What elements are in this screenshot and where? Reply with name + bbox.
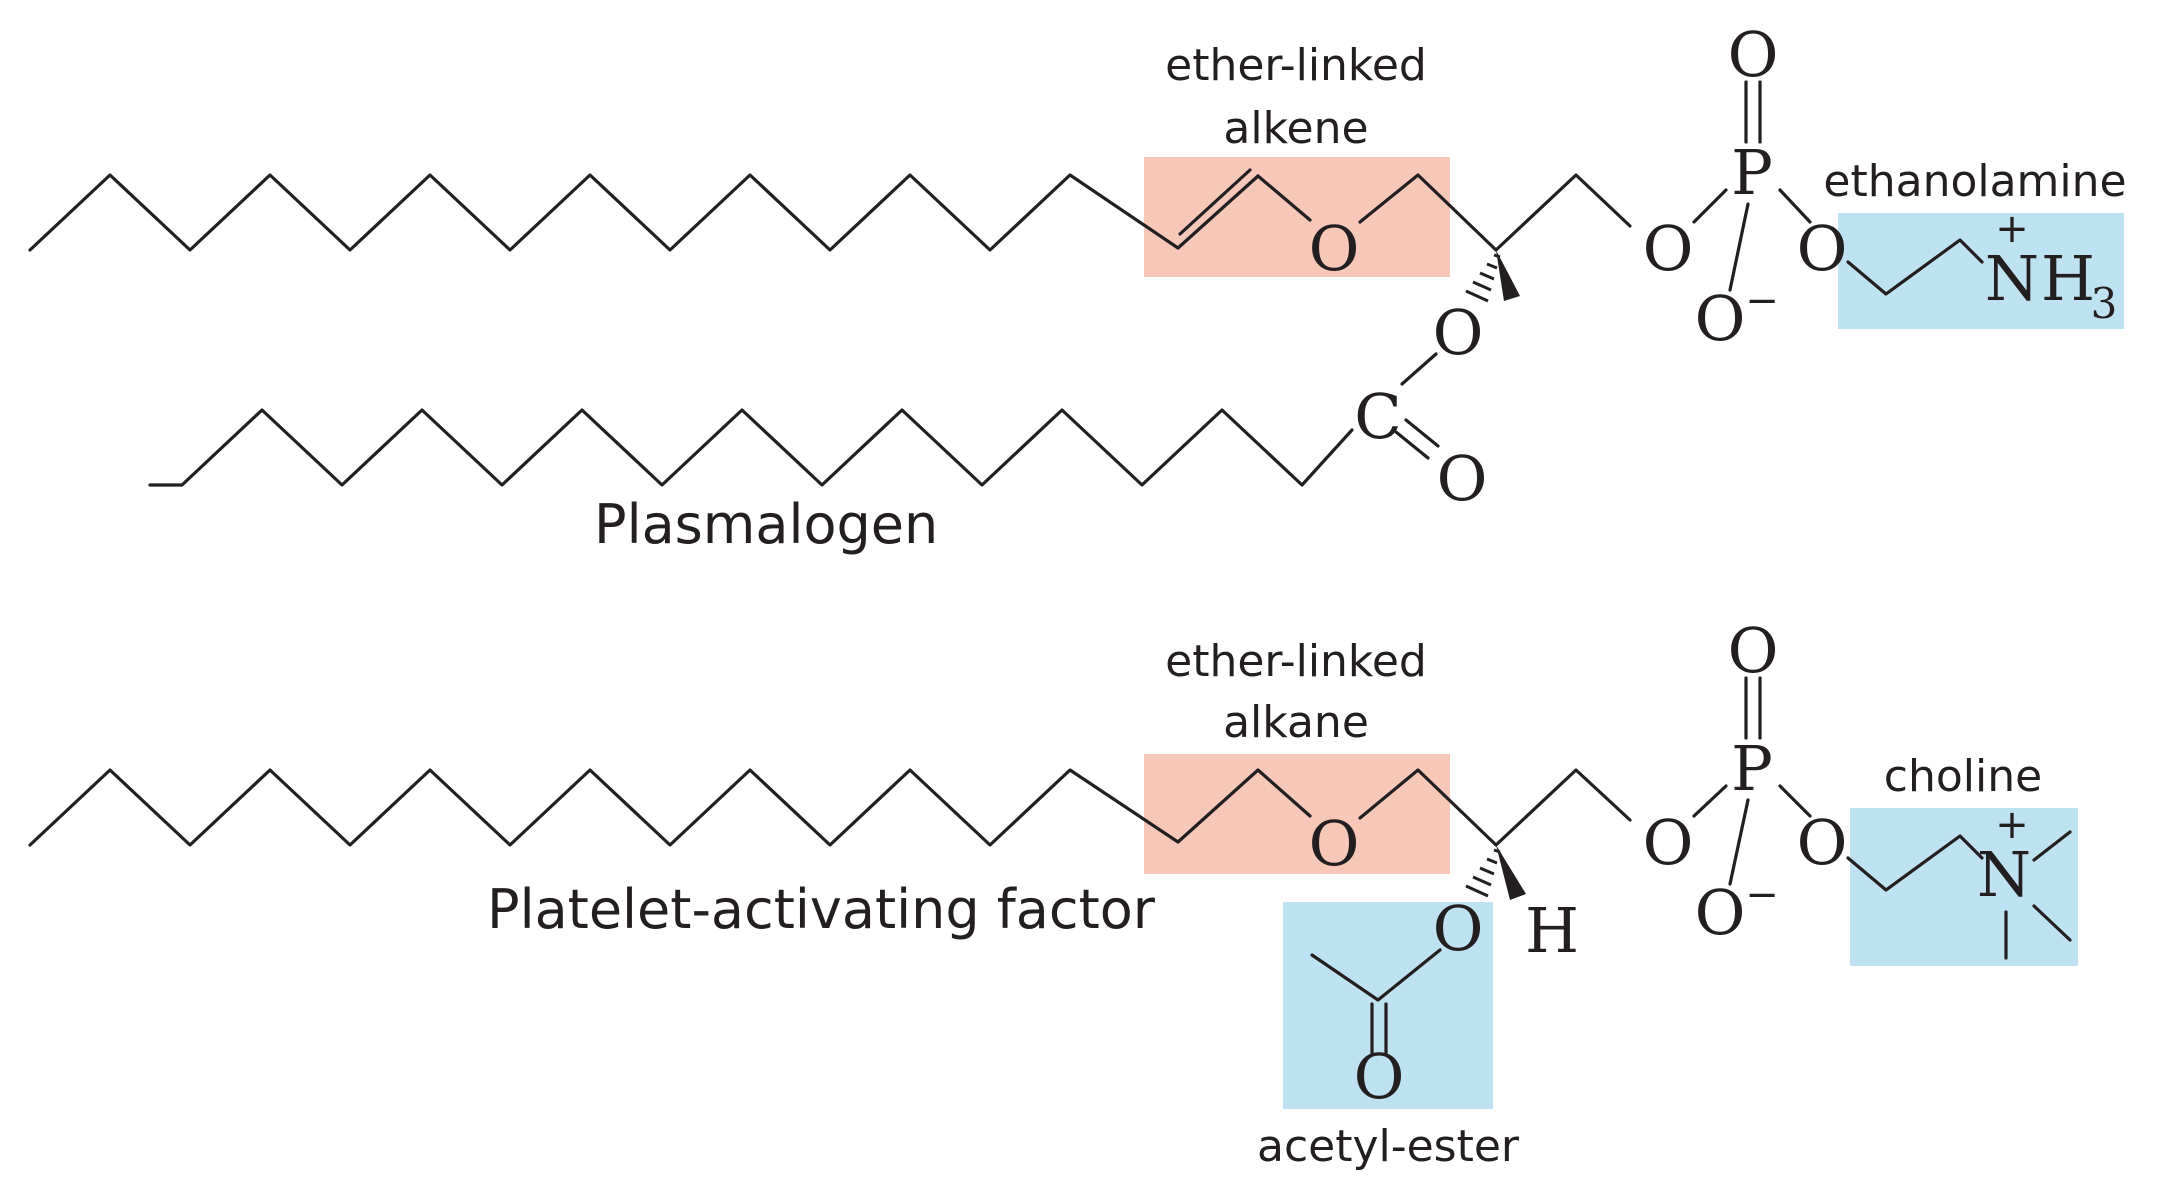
plasmalogen-ammonium-hydrogen: H (2041, 242, 2095, 315)
ethanolamine-label: ethanolamine (1823, 156, 2126, 207)
plasmalogen-phosphorus: P (1731, 136, 1773, 209)
plasmalogen-bond-o-p (1692, 188, 1728, 224)
plasmalogen-wedge-bond (1496, 250, 1520, 301)
plasmalogen-structure: ether-linked alkene ethanolamine O O C O… (28, 18, 2127, 556)
ethanolamine-highlight (1838, 213, 2124, 329)
paf-chiral-hydrogen: H (1525, 894, 1579, 967)
plasmalogen-acyl-chain (148, 408, 1354, 487)
ether-alkane-label-line1: ether-linked (1165, 636, 1427, 687)
choline-label: choline (1884, 751, 2042, 802)
plasmalogen-carbonyl-double-bond-b (1404, 418, 1440, 448)
plasmalogen-bond-c-o (1256, 174, 1312, 222)
paf-wedge-bond (1496, 845, 1526, 900)
plasmalogen-carbonyl-carbon: C (1354, 380, 1401, 453)
paf-ester-oxygen: O (1433, 892, 1484, 965)
paf-title: Platelet-activating factor (487, 878, 1156, 941)
paf-n-methyl-1 (2032, 830, 2072, 862)
plasmalogen-minus-charge: − (1745, 278, 1779, 324)
plasmalogen-title: Plasmalogen (594, 493, 938, 556)
plasmalogen-hashed-bond (1465, 253, 1501, 303)
paf-phosphate-o-double: O (1728, 614, 1779, 687)
paf-alkyl-chain (28, 768, 1312, 847)
plasmalogen-bond-p-o (1778, 188, 1812, 224)
ether-alkane-label-line2: alkane (1223, 697, 1369, 748)
plasmalogen-ammonium-plus: + (1995, 206, 2029, 252)
paf-acetyl-carbonyl-oxygen: O (1354, 1040, 1405, 1113)
paf-ammonium-plus: + (1995, 802, 2029, 848)
plasmalogen-carbonyl-oxygen: O (1437, 442, 1488, 515)
paf-minus-charge: − (1745, 872, 1779, 918)
paf-phosphorus: P (1731, 732, 1773, 805)
ether-alkene-label-line2: alkene (1223, 103, 1368, 154)
plasmalogen-carbonyl-double-bond-a (1394, 430, 1430, 460)
plasmalogen-phosphate-o-glycerol: O (1643, 212, 1694, 285)
plasmalogen-phosphate-o-minus: O (1695, 282, 1746, 355)
plasmalogen-vinyl-double-bond (1178, 168, 1252, 236)
paf-choline-chain (1846, 834, 1984, 892)
ether-alkene-label-line1: ether-linked (1165, 40, 1427, 91)
plasmalogen-ether-oxygen: O (1309, 212, 1360, 285)
paf-bond-p-o (1778, 784, 1812, 818)
plasmalogen-bond-o-c (1400, 352, 1438, 386)
ether-alkene-highlight (1144, 157, 1450, 277)
paf-hashed-bond (1465, 848, 1501, 898)
paf-bond-o-p (1692, 784, 1728, 818)
paf-phosphate-o-minus: O (1695, 876, 1746, 949)
plasmalogen-p-o-minus-bond (1728, 202, 1750, 292)
paf-acetyl-skeleton (1310, 948, 1442, 1002)
paf-ammonium-nitrogen: N (1977, 838, 2031, 911)
plasmalogen-ammonium-subscript: 3 (2091, 279, 2118, 328)
plasmalogen-ethanolamine-chain (1846, 238, 1984, 296)
paf-phosphate-o-head: O (1797, 806, 1848, 879)
plasmalogen-ammonium-nitrogen: N (1985, 242, 2039, 315)
acetyl-ester-highlight (1283, 902, 1493, 1109)
paf-ether-oxygen: O (1309, 807, 1360, 880)
plasmalogen-phosphate-o-head: O (1797, 212, 1848, 285)
plasmalogen-alkenyl-chain (28, 173, 1260, 252)
plasmalogen-phosphate-o-double: O (1728, 18, 1779, 91)
paf-structure: ether-linked alkane choline acetyl-ester… (28, 614, 2078, 1172)
plasmalogen-ester-oxygen: O (1433, 296, 1484, 369)
ether-alkane-highlight (1144, 754, 1450, 874)
acetyl-ester-label: acetyl-ester (1257, 1121, 1520, 1172)
paf-phosphate-o-glycerol: O (1643, 806, 1694, 879)
paf-p-o-minus-bond (1728, 798, 1750, 886)
paf-n-methyl-2 (2032, 904, 2072, 942)
